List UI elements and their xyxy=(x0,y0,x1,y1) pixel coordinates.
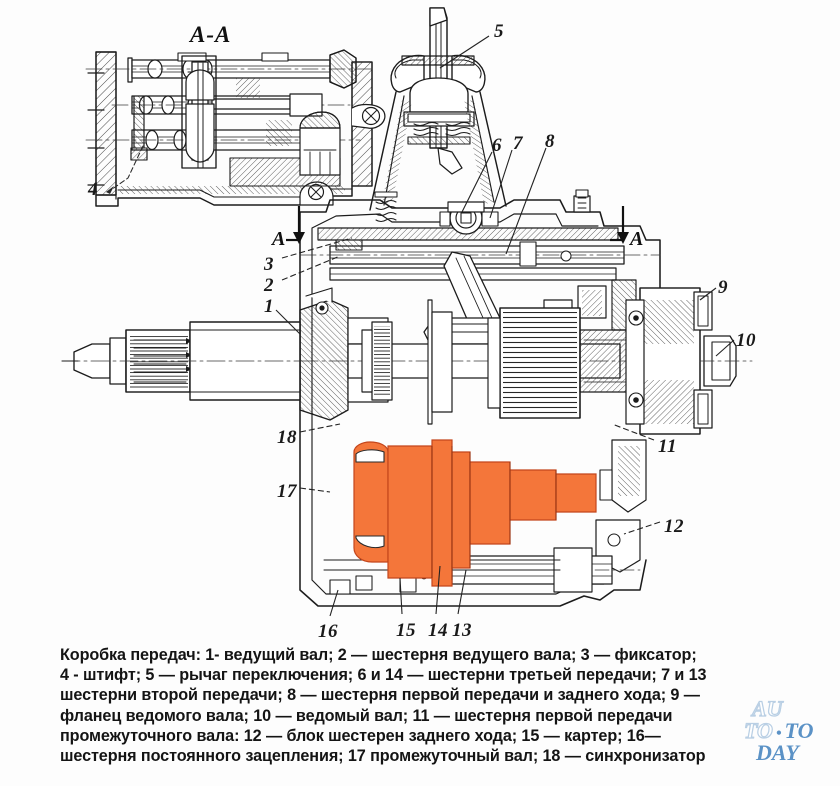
callout-3: 3 xyxy=(264,254,274,275)
input-shaft xyxy=(61,321,301,401)
callout-15: 15 xyxy=(396,620,416,641)
watermark-dot: • xyxy=(775,725,782,742)
figure-caption: Коробка передач: 1- ведущий вал; 2 — шес… xyxy=(60,645,790,766)
section-marker-right-a: A xyxy=(630,228,644,250)
callout-17: 17 xyxy=(277,481,297,502)
section-aa-title: A-A xyxy=(190,22,232,47)
callout-11: 11 xyxy=(658,436,677,457)
watermark-part-to-outline: TO xyxy=(743,718,773,743)
caption-line-2: 4 - штифт; 5 — рычаг переключения; 6 и 1… xyxy=(60,666,707,685)
output-shaft-flange xyxy=(595,287,753,573)
callout-13: 13 xyxy=(452,620,472,641)
callout-1: 1 xyxy=(264,296,274,317)
section-arrows xyxy=(286,206,629,244)
section-marker-left-a: A xyxy=(272,228,286,250)
leader-lines xyxy=(275,35,735,617)
callout-10: 10 xyxy=(736,330,756,351)
watermark-auto-today: AU TO • TO DAY xyxy=(742,696,834,770)
callout-5: 5 xyxy=(494,21,504,42)
caption-line-1: Коробка передач: 1- ведущий вал; 2 — шес… xyxy=(60,646,697,664)
caption-line-5: промежуточного вала: 12 — блок шестерен … xyxy=(60,726,661,745)
callout-7: 7 xyxy=(513,133,523,154)
countershaft-bore xyxy=(355,449,385,549)
caption-line-4: фланец ведомого вала; 10 — ведомый вал; … xyxy=(60,706,673,725)
callout-12: 12 xyxy=(664,516,684,537)
countershaft-highlight xyxy=(353,439,597,587)
section-aa-inset xyxy=(85,49,386,207)
callout-8: 8 xyxy=(545,131,555,152)
main-shaft-and-gears xyxy=(299,287,701,425)
callout-9: 9 xyxy=(718,277,728,298)
watermark-part-au: AU xyxy=(751,696,783,721)
callout-4: 4 xyxy=(88,179,98,200)
caption-line-6: шестерня постоянного зацепления; 17 пром… xyxy=(60,747,706,766)
callout-2: 2 xyxy=(264,275,274,296)
callout-16: 16 xyxy=(318,621,338,642)
callout-6: 6 xyxy=(492,135,502,156)
callout-18: 18 xyxy=(277,427,297,448)
watermark-part-to-solid: TO xyxy=(784,718,814,743)
watermark-part-day: DAY xyxy=(756,740,799,765)
caption-line-3: шестерни второй передачи; 8 — шестерня п… xyxy=(60,686,700,705)
shift-lever-assembly xyxy=(369,7,507,211)
callout-14: 14 xyxy=(428,620,448,641)
